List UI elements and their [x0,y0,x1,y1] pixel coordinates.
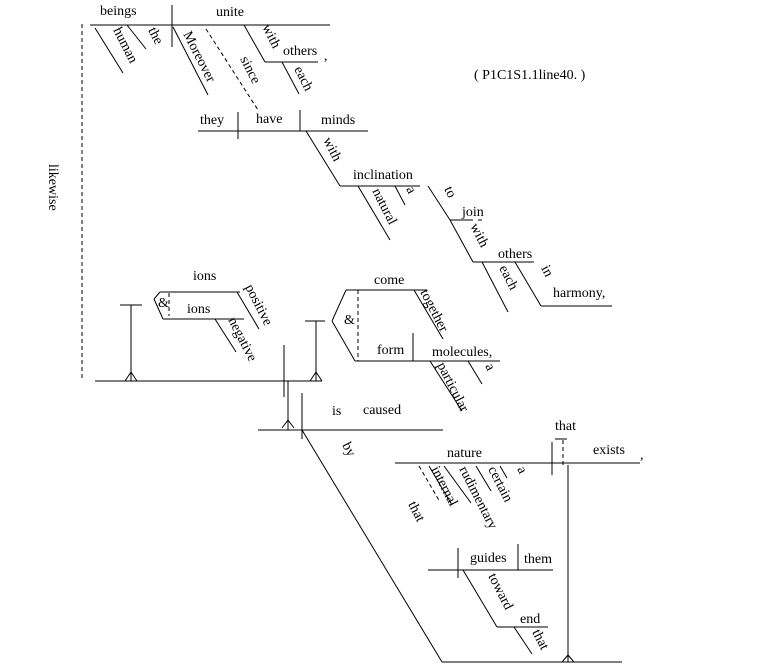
word-molecules: molecules, [432,345,492,360]
diagram-line [287,419,295,429]
diagram-line [462,569,498,628]
word-together: together [416,287,450,335]
diagram-line [443,465,472,504]
diagram-line [429,360,463,412]
word-nature: nature [447,446,482,461]
word-in: in [537,263,555,280]
diagram-line [514,261,542,307]
word-by: by [338,440,358,459]
word-harmony: harmony, [553,286,605,301]
diagram-line [331,320,356,362]
diagram-line [449,219,474,263]
diagram-line [214,318,237,353]
diagram-line [94,27,124,74]
diagram-line [126,24,147,50]
diagram-line [427,185,451,221]
word-caused: caused [363,403,401,418]
word-negative: negative [224,315,259,364]
diagram-line [130,371,138,382]
word-others-2: others [498,247,532,262]
diagram-line [309,371,317,382]
word-particular: particular [433,360,471,415]
word-likewise: likewise [45,164,60,211]
word-each-1: each [290,64,315,94]
word-each-2: each [495,263,520,293]
conj-amp-1: & [158,296,169,311]
diagram-line [281,419,289,429]
word-human: human [109,25,140,66]
word-come: come [374,273,404,288]
diagram-line [561,654,569,663]
diagram-line [499,465,508,479]
word-ions-2: ions [187,302,210,317]
diagram-line [475,465,492,492]
word-guides: guides [470,551,507,566]
word-have: have [256,112,282,127]
word-unite: unite [216,5,244,20]
word-is: is [332,404,341,419]
word-with-3: with [466,221,491,250]
diagram-line [243,24,266,63]
diagram-line [428,465,453,506]
diagram-line [153,291,161,300]
word-them: them [524,552,552,567]
word-minds: minds [321,113,355,128]
diagram-line [124,371,132,382]
word-certain: certain [484,464,515,505]
diagram-line [413,289,444,340]
word-others-1: others [283,44,317,59]
word-that-1: that [404,499,427,525]
dashed-connector-line [205,28,259,111]
diagram-line [236,291,260,330]
word-toward: toward [484,571,515,612]
diagram-line [281,61,300,95]
word-a-3: a [513,464,530,477]
diagram-line [513,626,533,655]
diagram-line [172,26,209,96]
diagram-line [331,289,347,322]
conj-amp-2: & [344,313,355,328]
word-since: since [236,54,262,86]
word-exists: exists [593,443,625,458]
diagram-labels: ( P1C1S1.1line40. ) beings human the uni… [45,4,644,653]
word-end: end [520,612,540,627]
diagram-line [305,130,341,187]
word-form: form [377,343,404,358]
diagram-line [153,298,164,320]
word-they: they [200,113,224,128]
word-internal: internal [427,464,460,509]
word-with-1: with [258,22,283,51]
reference-label: ( P1C1S1.1line40. ) [474,68,586,83]
diagram-line [481,261,509,313]
word-natural: natural [368,186,399,228]
word-beings: beings [100,4,137,19]
word-a-2: a [481,361,498,374]
word-the: the [144,25,165,47]
word-ions-1: ions [193,269,216,284]
diagram-line [394,185,406,206]
word-join: join [461,205,484,220]
word-to: to [440,184,458,201]
diagram-line [315,371,323,382]
word-that-2: that [555,419,576,434]
diagram-line [301,429,443,663]
diagram-lines [81,5,640,663]
diagram-line [567,654,575,663]
comma-1: , [324,49,328,64]
word-inclination: inclination [353,168,413,183]
diagram-line [467,360,483,385]
diagram-line [357,185,391,241]
comma-2: , [640,448,644,463]
word-that-3: that [528,627,551,653]
word-positive: positive [241,282,274,328]
